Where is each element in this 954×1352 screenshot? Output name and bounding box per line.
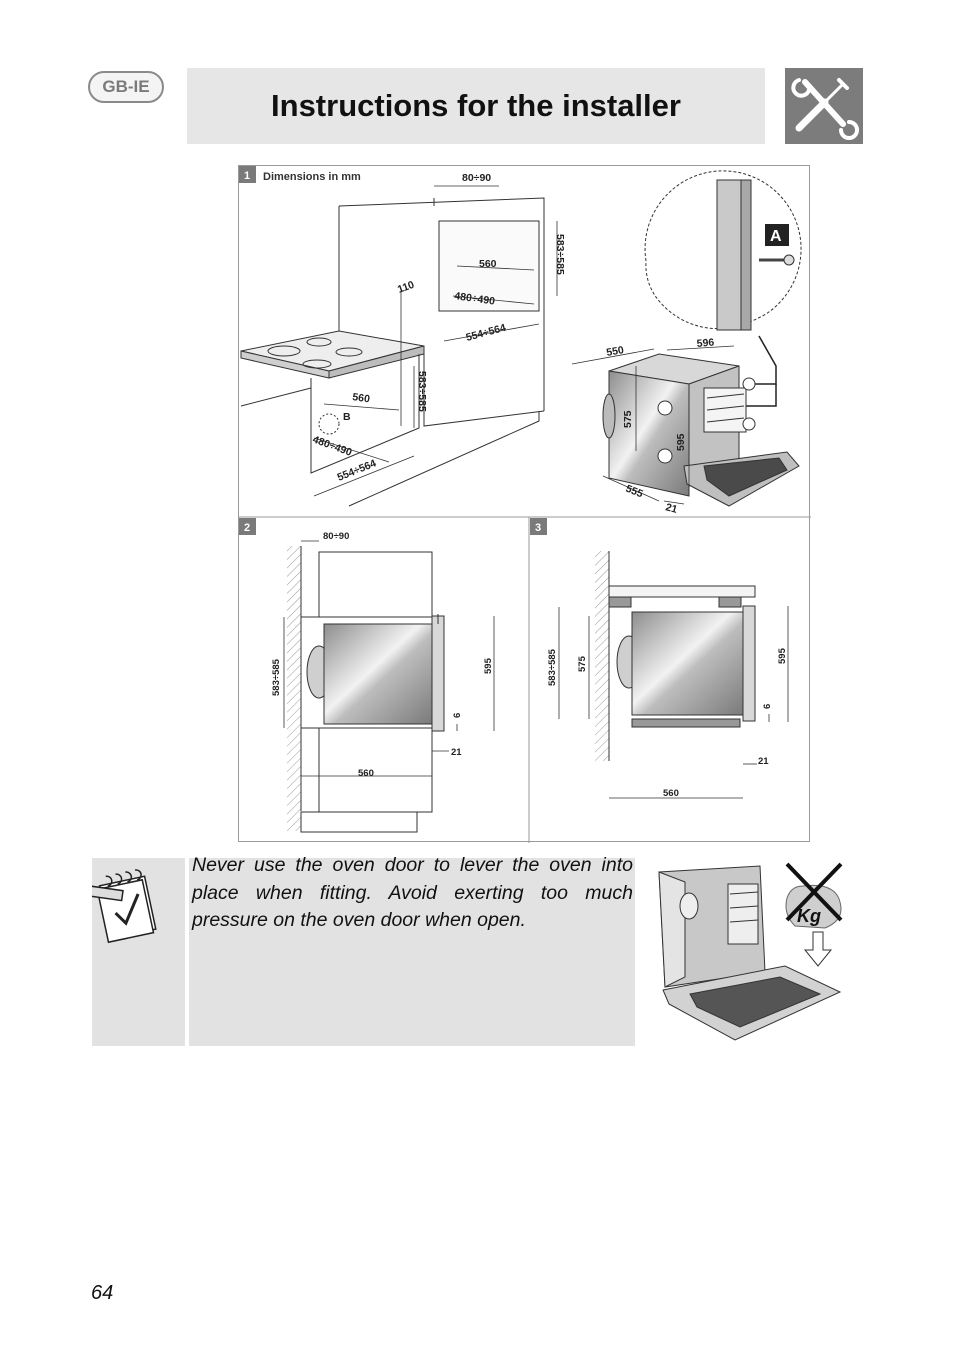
panel-1-caption: Dimensions in mm [263,171,361,183]
kg-label: Kg [797,906,821,926]
dim-596: 596 [696,336,715,349]
installation-diagram: 1 Dimensions in mm [238,165,811,843]
p2-dim-6: 6 [452,713,463,718]
panel-1: 1 Dimensions in mm [239,166,802,516]
page-number: 64 [91,1282,114,1304]
dim-110: 110 [396,279,416,296]
dim-560-top: 560 [479,258,497,270]
detail-a: A [644,170,802,407]
p3-dim-21: 21 [758,756,769,767]
dim-554-564-top: 554÷564 [465,322,508,344]
note-icon-panel [87,858,185,1046]
p3-dim-583-585: 583÷585 [547,648,558,686]
p3-dim-595: 595 [777,647,788,664]
dim-21: 21 [664,501,679,516]
p3-dim-560: 560 [663,788,679,799]
dim-550: 550 [605,344,624,359]
p2-dim-595: 595 [483,657,494,674]
notepad-check-icon [87,869,157,944]
dim-595: 595 [675,433,687,451]
p2-dim-583-585: 583÷585 [271,658,282,696]
page-title: Instructions for the installer [271,88,681,123]
dim-480-490-top: 480÷490 [454,290,496,308]
note-panel [189,858,635,1046]
p3-dim-575: 575 [577,655,588,672]
dim-583-585-top: 583÷585 [554,234,566,275]
language-badge: GB-IE [88,71,164,103]
label-b: B [343,411,351,423]
panel-2: 2 [239,518,495,833]
dim-583-585-low: 583÷585 [416,371,428,412]
p2-dim-21: 21 [451,747,462,758]
p2-dim-560: 560 [358,768,374,779]
p2-dim-80-90: 80÷90 [323,531,349,542]
no-weight-on-door-icon: Kg [655,862,845,1042]
dim-575: 575 [622,410,634,428]
warning-note-text: Never use the oven door to lever the ove… [192,854,633,931]
tools-icon [785,68,863,144]
dim-480-490-low: 480÷490 [311,434,354,459]
panel-1-number: 1 [244,170,250,182]
panel-2-number: 2 [244,522,250,534]
title-bar: Instructions for the installer [187,68,765,144]
dim-554-564-low: 554÷564 [336,457,378,483]
label-a: A [770,228,782,245]
oven-isometric [602,353,800,507]
panel-3: 3 583÷585 575 [530,518,789,799]
panel-3-number: 3 [535,522,541,534]
p3-dim-6: 6 [762,704,773,709]
dim-80-90: 80÷90 [462,172,491,184]
dim-560-low: 560 [352,391,371,405]
